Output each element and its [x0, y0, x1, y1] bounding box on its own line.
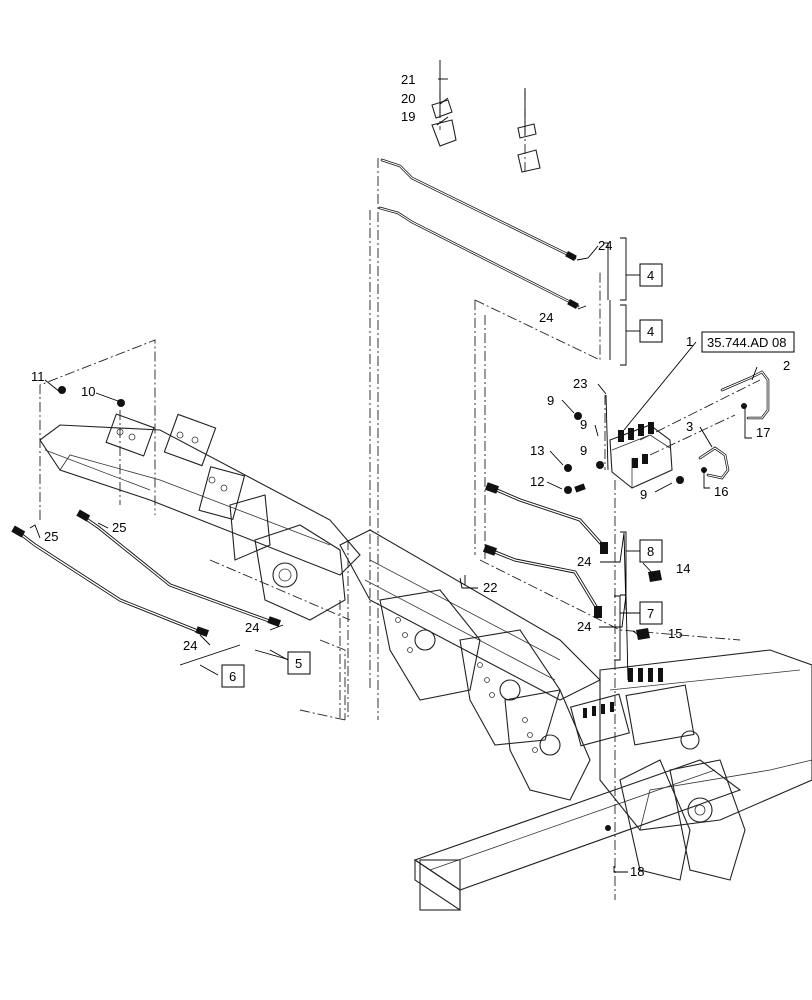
callout-24-b: 24: [539, 310, 553, 325]
callout-23: 23: [573, 376, 587, 391]
svg-text:4: 4: [647, 324, 654, 339]
callout-12: 12: [530, 474, 544, 489]
callout-9-c: 9: [580, 443, 587, 458]
hydraulic-hose-center: [482, 482, 608, 618]
callout-21: 21: [401, 72, 415, 87]
callout-9-a: 9: [547, 393, 554, 408]
callout-20: 20: [401, 91, 415, 106]
svg-text:8: 8: [647, 544, 654, 559]
alignment-lines: [39, 90, 761, 900]
boxed-callout-4-lower: 4: [639, 319, 663, 343]
callout-24-e: 24: [183, 638, 197, 653]
callout-2: 2: [783, 358, 790, 373]
boxed-callout-5: 5: [287, 651, 311, 675]
callout-24-d: 24: [577, 619, 591, 634]
boxed-callout-4-upper: 4: [639, 263, 663, 287]
callout-14: 14: [676, 561, 690, 576]
callout-3: 3: [686, 419, 693, 434]
svg-text:6: 6: [229, 669, 236, 684]
mounting-hardware: [58, 60, 611, 831]
bracket-lines: [614, 237, 640, 661]
callout-25-a: 25: [44, 529, 58, 544]
callout-25-b: 25: [112, 520, 126, 535]
callout-18: 18: [630, 864, 644, 879]
callout-17: 17: [756, 425, 770, 440]
callout-19: 19: [401, 109, 415, 124]
callout-24-c: 24: [577, 554, 591, 569]
svg-text:4: 4: [647, 268, 654, 283]
callout-9-b: 9: [580, 417, 587, 432]
callout-13: 13: [530, 443, 544, 458]
steel-tube-upper: [378, 158, 580, 309]
callout-11: 11: [31, 369, 45, 384]
callout-16: 16: [714, 484, 728, 499]
leader-lines: [29, 78, 758, 873]
reference-box-label: 35.744.AD 08: [707, 335, 787, 350]
callout-15: 15: [668, 626, 682, 641]
callout-labels: 1 2 3 9 9 9 9 10 11 12 13 14 15 16 17 18…: [31, 72, 790, 879]
hydraulic-hose-left: [11, 509, 282, 637]
main-frame-drawing: [39, 413, 812, 912]
boxed-callout-7: 7: [639, 601, 663, 625]
callout-22: 22: [483, 580, 497, 595]
boxed-callout-6: 6: [221, 664, 245, 688]
callout-24-a: 24: [598, 238, 612, 253]
svg-text:7: 7: [647, 606, 654, 621]
callout-1: 1: [686, 334, 693, 349]
callout-9-d: 9: [640, 487, 647, 502]
boxed-callout-8: 8: [639, 539, 663, 563]
callout-24-f: 24: [245, 620, 259, 635]
bent-tube-right: [698, 370, 770, 480]
reference-box[interactable]: 35.744.AD 08: [701, 331, 795, 353]
boxed-callouts: 4 4 5 6 7 8 35.744.AD 08: [221, 263, 795, 688]
callout-10: 10: [81, 384, 95, 399]
svg-text:5: 5: [295, 656, 302, 671]
